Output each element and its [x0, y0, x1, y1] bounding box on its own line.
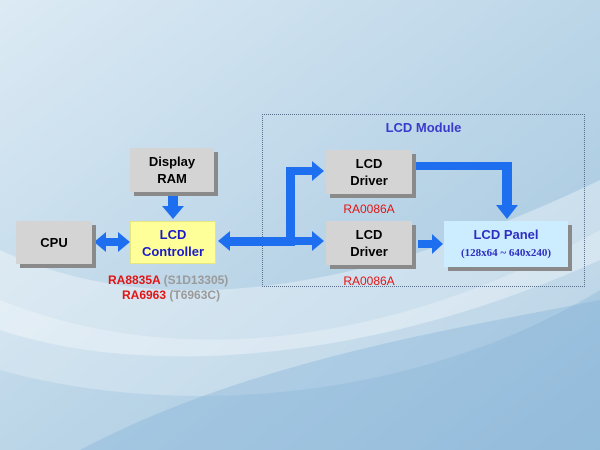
cpu-block: CPU — [16, 221, 92, 264]
arrow-driver-bottom-to-panel — [418, 234, 443, 254]
controller-chip-1: RA8835A (S1D13305) — [108, 273, 228, 287]
lcd-module-title: LCD Module — [385, 120, 462, 135]
controller-chip-1-compat: (S1D13305) — [163, 273, 229, 287]
driver-bottom-chip-label: RA0086A — [343, 274, 395, 288]
controller-chip-2-compat: (T6963C) — [169, 288, 221, 302]
lcd-module-frame: LCD Module — [262, 114, 585, 287]
driver-top-line1: LCD — [355, 156, 383, 171]
lcd-panel-range: (128x64 ~ 640x240) — [460, 247, 552, 259]
lcd-driver-top-block: LCD Driver — [326, 150, 412, 194]
driver-bottom-line2: Driver — [350, 244, 388, 259]
display-ram-line2: RAM — [157, 171, 187, 186]
controller-chip-2-part: RA6963 — [122, 288, 167, 302]
controller-line2: Controller — [141, 243, 205, 259]
lcd-panel-block: LCD Panel (128x64 ~ 640x240) — [444, 221, 568, 267]
arrow-cpu-controller — [94, 232, 130, 252]
driver-bottom-line1: LCD — [355, 227, 383, 242]
display-ram-line1: Display — [148, 154, 196, 169]
arrow-controller-bus — [218, 231, 290, 251]
lcd-driver-bottom-block: LCD Driver — [326, 221, 412, 265]
driver-top-line2: Driver — [350, 173, 388, 188]
arrow-driver-top-to-panel — [414, 162, 518, 219]
lcd-panel-title: LCD Panel — [473, 227, 539, 242]
driver-top-chip-label: RA0086A — [343, 202, 395, 216]
arrow-ram-to-controller — [162, 194, 184, 219]
arrow-bus-to-driver-bottom — [290, 231, 324, 251]
controller-chip-1-part: RA8835A — [108, 273, 161, 287]
arrow-bus-to-driver-top — [286, 161, 324, 181]
bus-vertical — [286, 171, 295, 246]
controller-line1: LCD — [159, 226, 187, 242]
controller-chip-2: RA6963 (T6963C) — [122, 288, 220, 302]
cpu-label: CPU — [40, 235, 68, 250]
